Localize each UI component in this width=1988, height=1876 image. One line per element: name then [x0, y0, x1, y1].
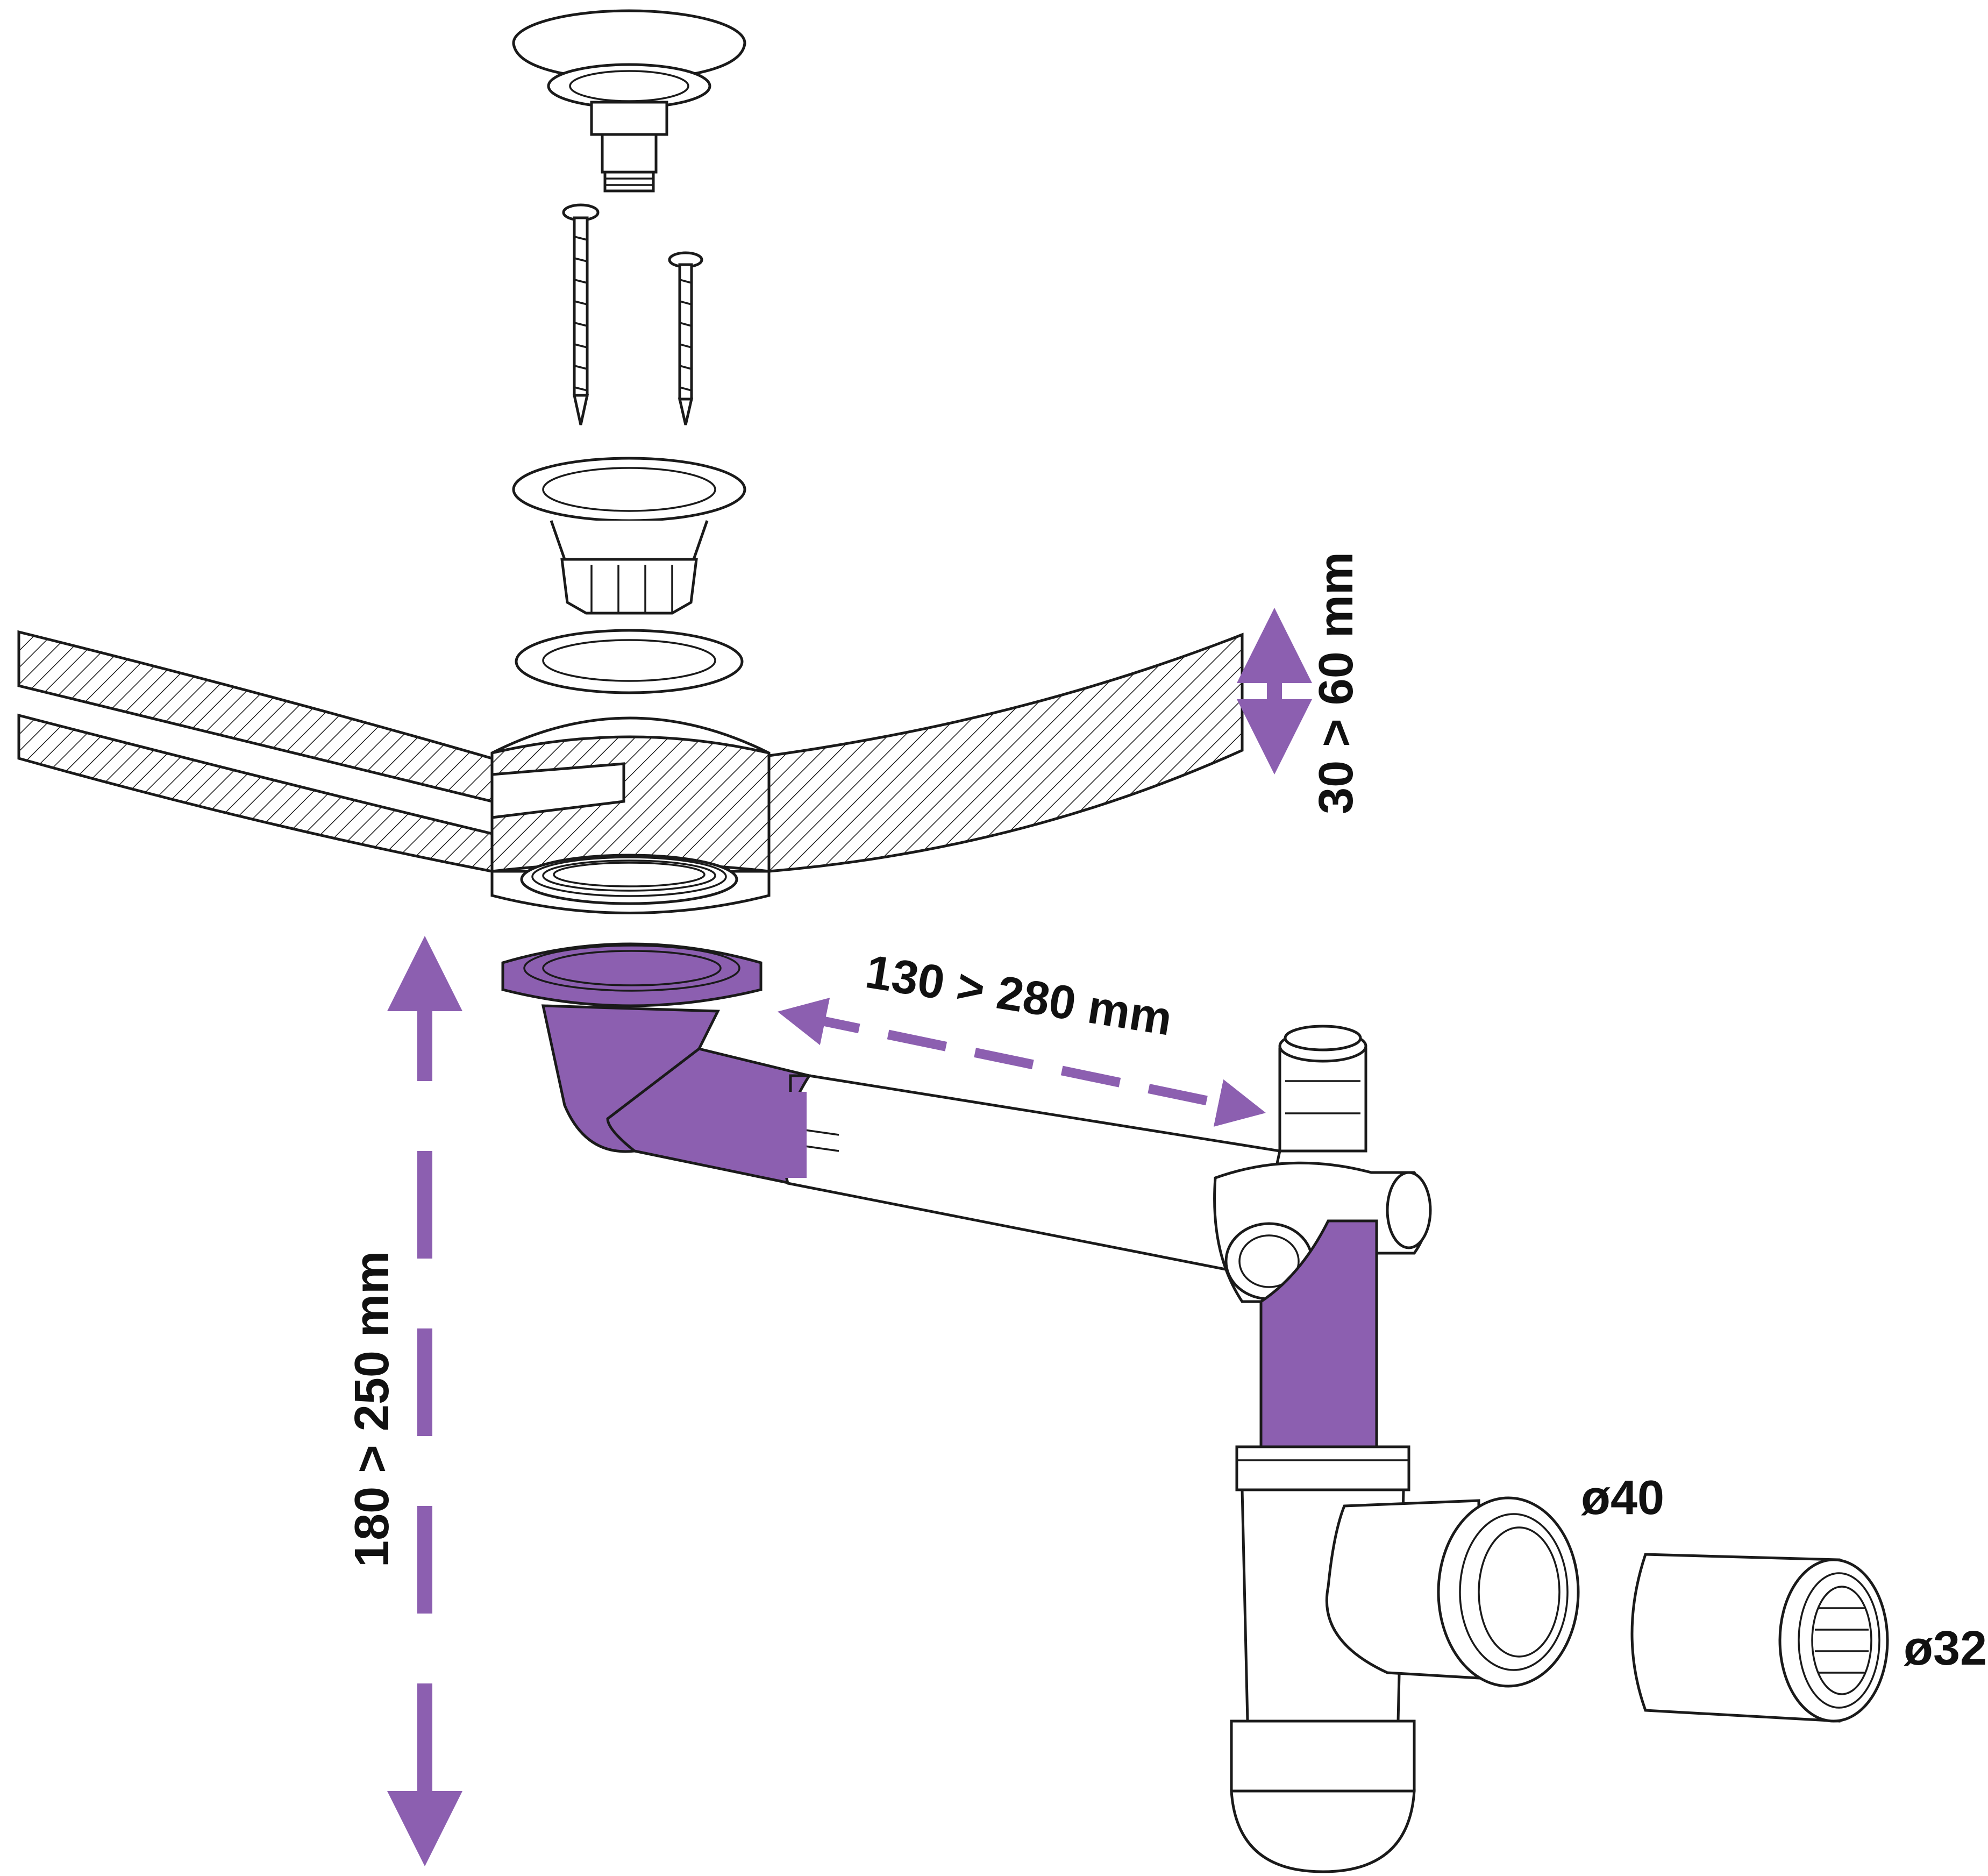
vertical-height-label: 180 > 250 mm: [345, 1251, 399, 1567]
reducer-32-label: ø32: [1904, 1622, 1987, 1675]
purple-elbow-connector: [501, 942, 811, 1185]
outlet-40-label: ø40: [1581, 1471, 1664, 1525]
horizontal-offset-label: 130 > 280 mm: [862, 944, 1175, 1046]
sink-countertop-section: [17, 630, 1244, 873]
upper-gasket-ring: [515, 629, 744, 694]
drain-flange: [512, 457, 746, 615]
strainer-plug-cap: [512, 9, 746, 193]
counter-thickness-label: 30 > 60 mm: [1309, 552, 1363, 814]
mounting-screw-right: [668, 251, 703, 425]
horizontal-extension-pipe: [774, 1074, 1282, 1276]
bottle-trap: [1230, 1445, 1480, 1873]
outlet-40: [1437, 1496, 1580, 1688]
lock-nut: [490, 854, 771, 914]
reducer-32: [1630, 1553, 1889, 1723]
purple-vertical-pipe: [1259, 1219, 1378, 1448]
dimension-arrow-horizontal-offset: [777, 998, 1266, 1127]
mounting-screw-left: [562, 203, 600, 425]
